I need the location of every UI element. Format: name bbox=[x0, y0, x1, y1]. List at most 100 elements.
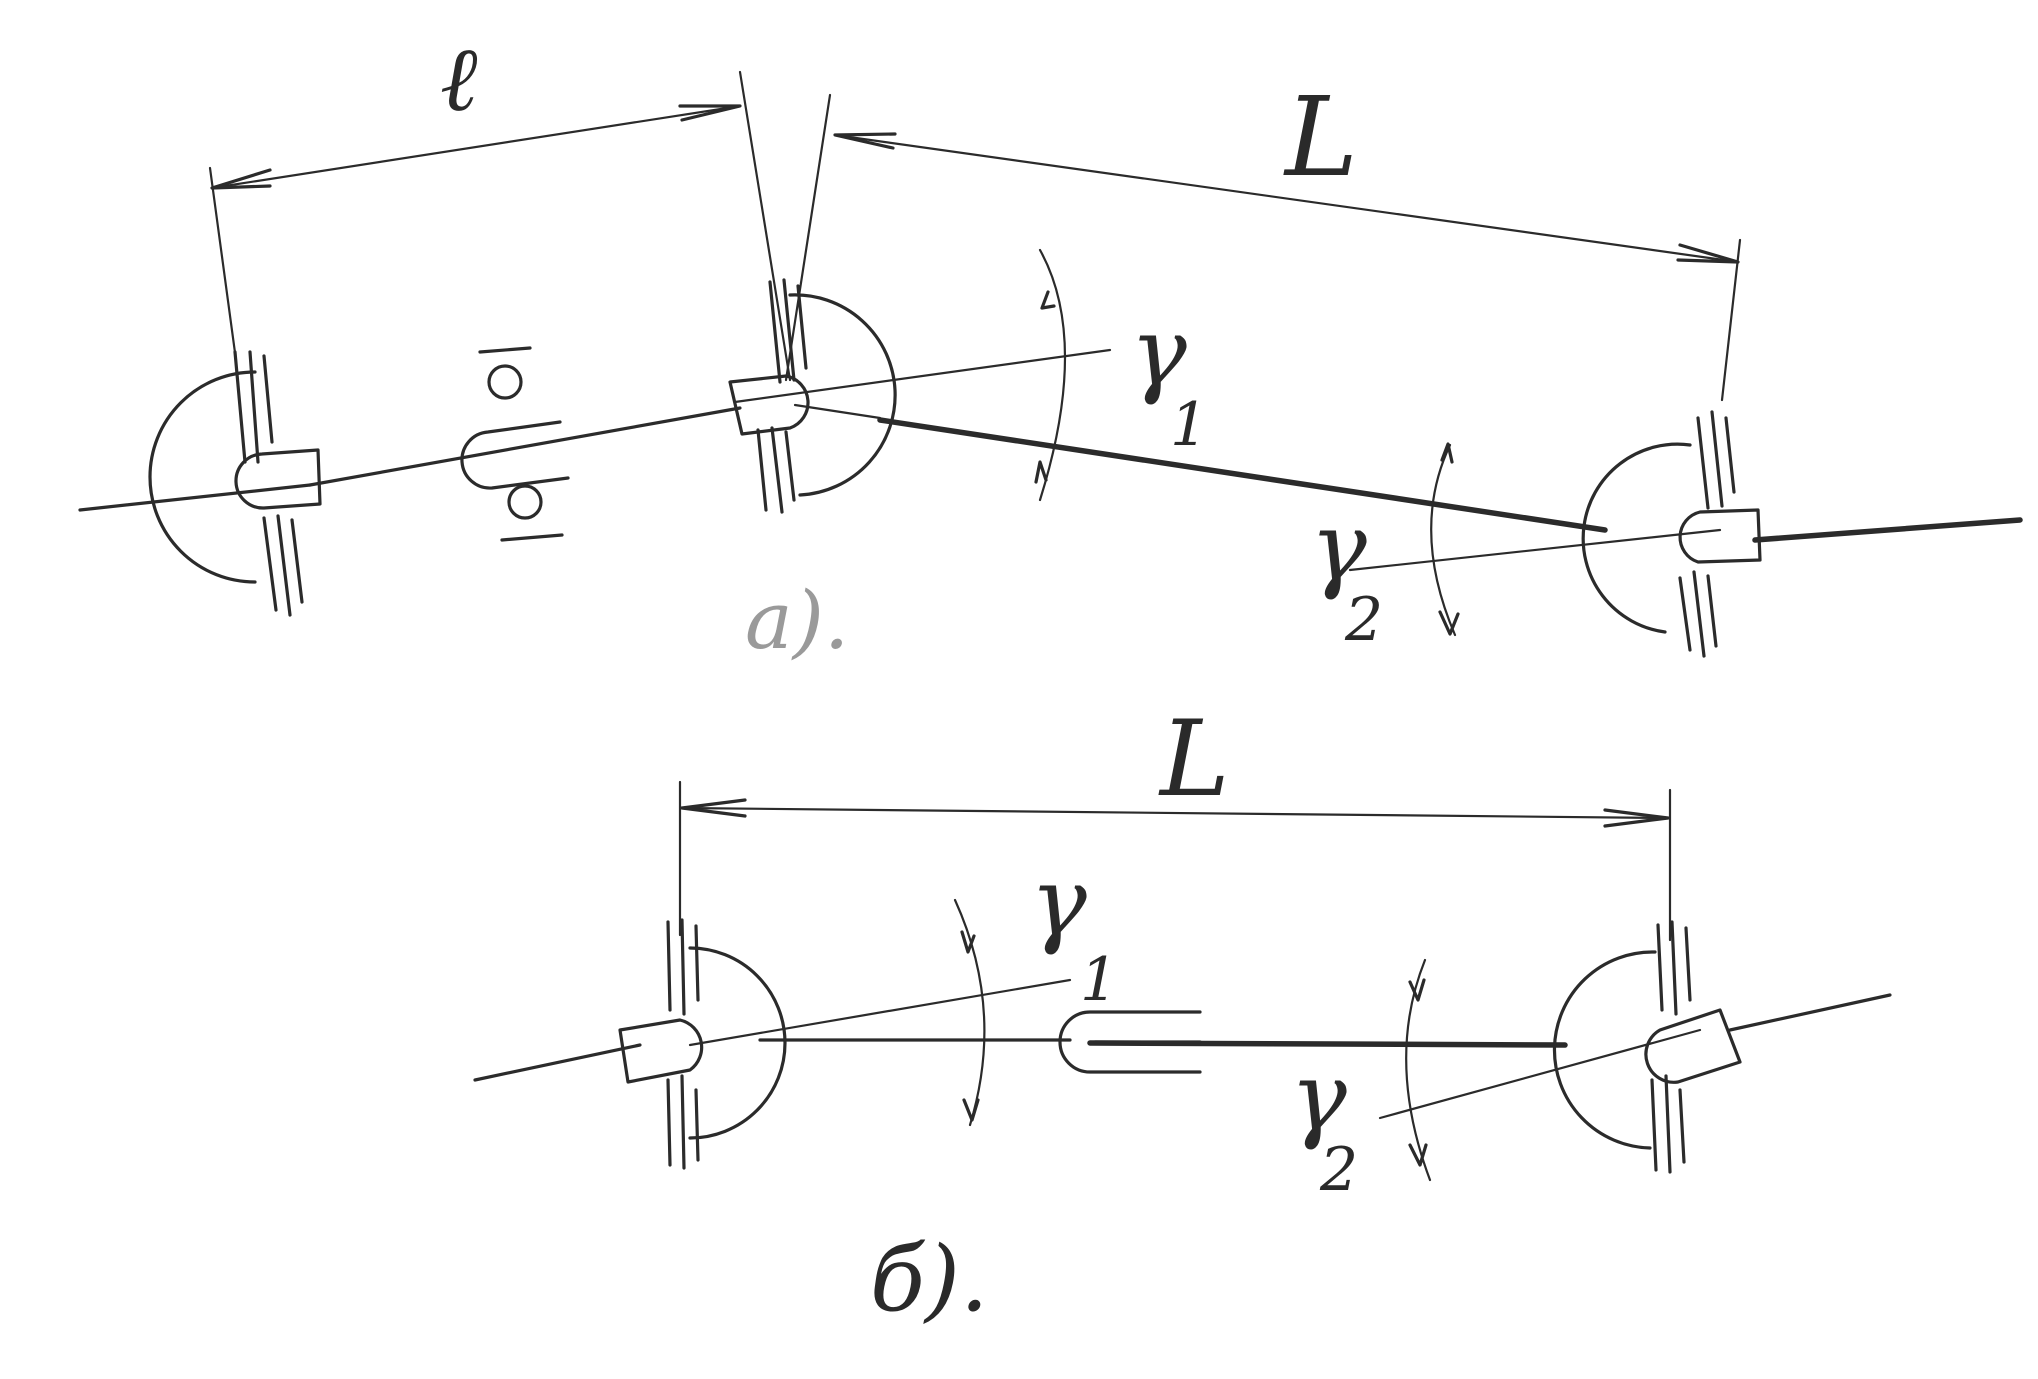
arrow-head bbox=[1438, 610, 1460, 636]
arrow-head bbox=[1408, 978, 1426, 1002]
label-gamma2-sub-a: 2 bbox=[1344, 585, 1383, 655]
arrow-head bbox=[1440, 442, 1454, 464]
slip-joint-a bbox=[460, 346, 570, 542]
bearing-line bbox=[1706, 574, 1718, 648]
slip-sleeve bbox=[460, 420, 570, 490]
label-gamma1-a: γ bbox=[1130, 298, 1187, 408]
fork-arc bbox=[788, 293, 897, 497]
bearing-line bbox=[262, 516, 278, 612]
axis-line bbox=[1348, 528, 1722, 572]
bearing-line bbox=[262, 354, 274, 444]
bearing-line bbox=[784, 430, 796, 502]
bearing-line bbox=[1696, 416, 1710, 510]
angle-arc-gamma1 bbox=[1038, 248, 1067, 502]
bearing-line bbox=[782, 278, 796, 382]
arrow-head bbox=[1034, 460, 1048, 484]
output-shaft-b bbox=[1728, 993, 1892, 1032]
bearing-line bbox=[756, 428, 768, 512]
spline-bolt bbox=[487, 364, 523, 400]
bearing-line bbox=[1678, 576, 1692, 652]
bearing-line bbox=[276, 514, 292, 617]
fork-arc bbox=[688, 946, 787, 1140]
bearing-line bbox=[1678, 1088, 1686, 1164]
label-gamma1-sub-b: 1 bbox=[1080, 945, 1118, 1015]
angle-arc-gamma2-b bbox=[1405, 958, 1432, 1182]
angle-arc-gamma2 bbox=[1430, 443, 1457, 637]
label-dim-L-bottom: L bbox=[1158, 698, 1230, 820]
arrow-head bbox=[1676, 243, 1740, 264]
arrow-head bbox=[960, 930, 976, 954]
variant-a-drawing: ℓ L γ 1 γ 2 а). bbox=[78, 27, 2023, 667]
input-shaft-b bbox=[473, 1043, 642, 1082]
cardan-joint-a1 bbox=[148, 350, 322, 617]
cardan-joint-b1 bbox=[618, 918, 1072, 1170]
extension-line bbox=[1720, 238, 1742, 402]
cardan-shaft-a bbox=[877, 417, 1608, 533]
fork-arc bbox=[1552, 950, 1657, 1150]
dimension-line-L bbox=[833, 133, 1740, 264]
arrow-head bbox=[962, 1098, 980, 1122]
fork-arc bbox=[1581, 442, 1692, 634]
spline-bar bbox=[478, 346, 532, 354]
variant-b-drawing: L γ 1 γ 2 б). bbox=[473, 698, 1892, 1332]
arrow-head bbox=[1603, 808, 1670, 828]
caption-a: а). bbox=[745, 574, 849, 667]
label-gamma1-sub-a: 1 bbox=[1170, 390, 1208, 460]
yoke-block bbox=[728, 374, 810, 436]
dimension-line-L-b bbox=[680, 806, 1670, 820]
bearing-line bbox=[1692, 570, 1706, 658]
yoke-block bbox=[618, 1018, 704, 1084]
label-gamma2-b: γ bbox=[1290, 1043, 1347, 1153]
intermediate-shaft-a bbox=[308, 406, 742, 487]
yoke-block bbox=[234, 448, 322, 510]
bearing-line bbox=[680, 918, 686, 1016]
arrow-head bbox=[678, 104, 742, 122]
axis-line bbox=[688, 978, 1072, 1047]
label-dim-L-top: L bbox=[1283, 73, 1358, 201]
bearing-line bbox=[694, 924, 700, 1002]
cardan-joint-a3 bbox=[1348, 410, 1762, 658]
axis-line bbox=[793, 403, 882, 420]
bearing-line bbox=[1650, 1078, 1658, 1172]
axis-line bbox=[1378, 1028, 1702, 1120]
dimension-line-l bbox=[210, 104, 742, 190]
cardan-joint-b2 bbox=[1378, 920, 1742, 1174]
bearing-line bbox=[680, 1074, 686, 1170]
extension-line bbox=[208, 166, 238, 362]
bearing-line bbox=[666, 1078, 672, 1167]
bearing-line bbox=[1664, 1074, 1672, 1174]
bearing-line bbox=[768, 280, 782, 384]
arrow-head bbox=[1408, 1143, 1428, 1167]
axis-line bbox=[733, 348, 1112, 404]
arrow-head bbox=[1040, 290, 1056, 310]
bearing-line bbox=[1684, 926, 1692, 1002]
bearing-line bbox=[694, 1088, 700, 1162]
yoke-block bbox=[1644, 1008, 1742, 1084]
arrow-head bbox=[680, 798, 747, 818]
spline-bar bbox=[500, 533, 564, 542]
output-shaft-a bbox=[1752, 517, 2023, 543]
bearing-line bbox=[290, 518, 304, 604]
arrow-head bbox=[833, 132, 897, 150]
bearing-line bbox=[1656, 923, 1664, 1012]
bearing-line bbox=[770, 426, 784, 514]
fork-arc bbox=[148, 370, 257, 584]
input-shaft-a bbox=[78, 483, 312, 512]
label-gamma2-sub-b: 2 bbox=[1319, 1135, 1358, 1205]
bearing-line bbox=[1670, 920, 1678, 1016]
bearing-line bbox=[666, 920, 672, 1012]
bearing-line bbox=[1724, 416, 1736, 494]
label-gamma2-a: γ bbox=[1310, 493, 1367, 603]
bearing-line bbox=[233, 350, 247, 464]
bearing-line bbox=[1710, 410, 1724, 508]
label-dim-l: ℓ bbox=[440, 27, 478, 132]
slip-sleeve-b bbox=[1058, 1010, 1202, 1074]
extension-line bbox=[784, 93, 832, 382]
caption-b: б). bbox=[870, 1227, 989, 1332]
yoke-block bbox=[1678, 508, 1762, 564]
arrow-head bbox=[210, 168, 272, 190]
spline-bolt bbox=[507, 484, 543, 520]
bearing-line bbox=[248, 350, 260, 464]
label-gamma1-b: γ bbox=[1030, 848, 1087, 958]
